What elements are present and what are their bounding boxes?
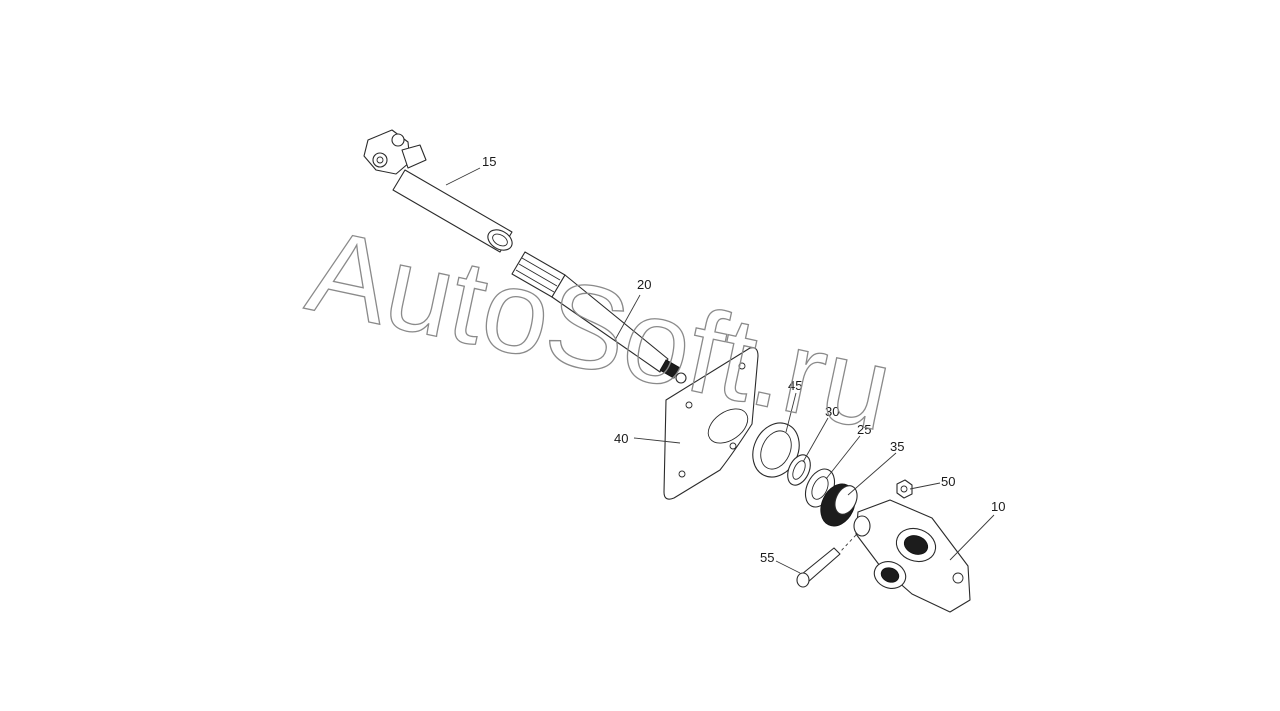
part-35-knurled-sleeve (820, 483, 858, 527)
watermark-logo: AutoSoft.ru (297, 204, 903, 457)
part-15-upper-shaft (363, 129, 513, 253)
callout-30: 30 (825, 404, 839, 419)
part-50-nut (896, 479, 913, 499)
part-40-mounting-plate (663, 347, 759, 500)
callout-40: 40 (614, 431, 628, 446)
leader-lines (445, 167, 995, 574)
callout-55: 55 (760, 550, 774, 565)
callout-50: 50 (941, 474, 955, 489)
callout-10: 10 (991, 499, 1005, 514)
svg-text:AutoSoft.ru: AutoSoft.ru (298, 204, 903, 456)
callout-labels: 15 20 40 45 30 25 35 50 10 55 (482, 154, 1005, 565)
part-55-bolt (796, 547, 841, 588)
callout-35: 35 (890, 439, 904, 454)
callout-25: 25 (857, 422, 871, 437)
part-30-snap-ring (787, 454, 811, 486)
callout-20: 20 (637, 277, 651, 292)
part-10-lower-joint (853, 499, 971, 613)
callout-15: 15 (482, 154, 496, 169)
callout-45: 45 (788, 378, 802, 393)
part-20-splined-shaft (511, 251, 687, 384)
